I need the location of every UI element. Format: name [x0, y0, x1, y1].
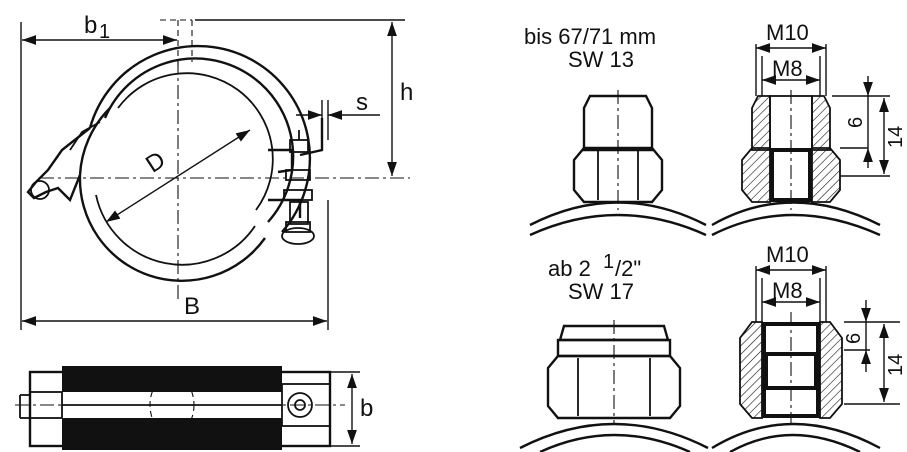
- lower-14-label: 14: [885, 354, 907, 376]
- label-s: s: [356, 89, 368, 116]
- label-B: B: [184, 293, 200, 320]
- dimension-B: B: [22, 293, 327, 326]
- label-h: h: [400, 79, 413, 106]
- lower-6-label: 6: [843, 333, 865, 344]
- lower-m10-label: M10: [766, 242, 809, 267]
- upper-section-view: M10 M8 6 14: [711, 20, 907, 237]
- dimension-b: b: [330, 371, 373, 447]
- dimension-b1: b 1: [22, 12, 177, 45]
- label-D: D: [141, 146, 170, 178]
- upper-size-label: bis 67/71 mm: [524, 24, 656, 49]
- upper-m8-label: M8: [772, 56, 803, 81]
- upper-m10-label: M10: [766, 20, 809, 45]
- label-b1: b: [84, 12, 97, 39]
- lower-m8-label: M8: [772, 278, 803, 303]
- label-b1-subscript: 1: [99, 21, 110, 43]
- lower-section-view: M10 M8 6 14: [711, 242, 907, 452]
- upper-nut-view: bis 67/71 mm SW 13: [524, 24, 707, 237]
- upper-6-label: 6: [845, 117, 867, 128]
- clamp-top-view: [15, 366, 345, 450]
- dimension-h: h: [387, 22, 413, 176]
- lower-size-denominator: /2": [615, 256, 641, 281]
- label-b: b: [360, 395, 373, 422]
- lower-sw-label: SW 17: [568, 279, 634, 304]
- clamp-front-view: [20, 19, 410, 330]
- lower-size-prefix: ab 2: [548, 256, 591, 281]
- upper-sw-label: SW 13: [568, 47, 634, 72]
- lower-nut-view: ab 2 1 /2" SW 17: [519, 251, 709, 452]
- upper-14-label: 14: [885, 126, 907, 148]
- lower-size-numerator: 1: [603, 251, 614, 273]
